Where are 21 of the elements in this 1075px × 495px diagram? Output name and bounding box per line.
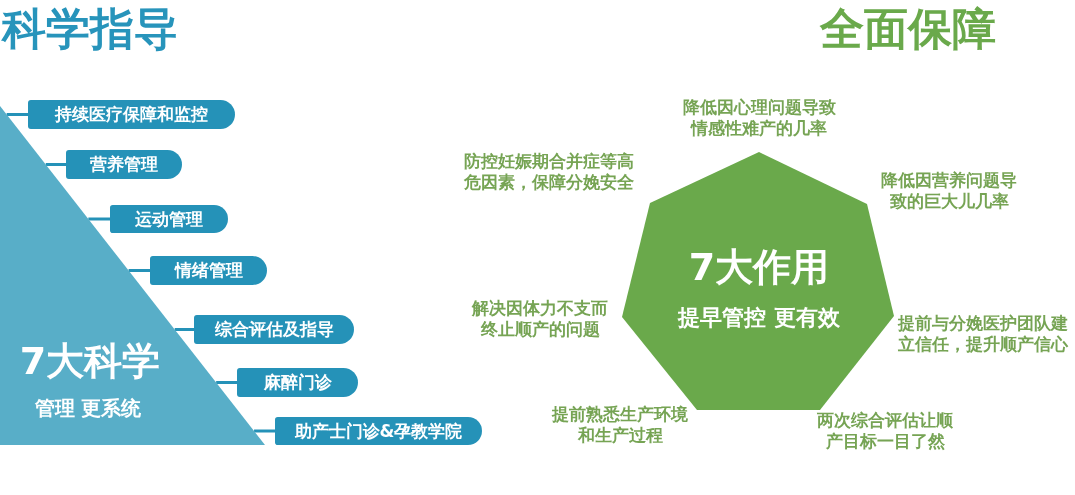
subheading-text: 提早管控 更有效	[678, 305, 840, 331]
callout-tab: 综合评估及指导	[194, 315, 354, 344]
callout-tab: 运动管理	[110, 205, 228, 233]
annotation-text: 降低因心理问题导致情感性难产的几率	[682, 97, 836, 139]
heading-text: 7大作用	[688, 246, 830, 290]
callout-tab: 营养管理	[66, 150, 182, 179]
callout-tab: 持续医疗保障和监控	[28, 100, 235, 129]
callout-tab: 麻醉门诊	[237, 368, 358, 397]
section-title: 全面保障	[820, 4, 996, 55]
callout-tab: 情绪管理	[150, 256, 267, 285]
heading-text: 7大科学	[19, 340, 161, 384]
annotation-text: 两次综合评估让顺产目标一目了然	[816, 410, 954, 452]
annotation-text: 防控妊娠期合并症等高危因素，保障分娩安全	[463, 151, 635, 193]
subheading-text: 管理 更系统	[34, 396, 142, 420]
annotation-text: 提前与分娩医护团队建立信任，提升顺产信心	[897, 313, 1069, 355]
triangle	[0, 106, 265, 445]
annotation-text: 解决因体力不支而终止顺产的问题	[471, 298, 609, 340]
annotation-text: 降低因营养问题导致的巨大儿几率	[880, 170, 1018, 212]
section-title: 科学指导	[2, 4, 178, 55]
callout-tab: 助产士门诊&孕教学院	[275, 417, 482, 445]
annotation-text: 提前熟悉生产环境和生产过程	[551, 404, 689, 446]
